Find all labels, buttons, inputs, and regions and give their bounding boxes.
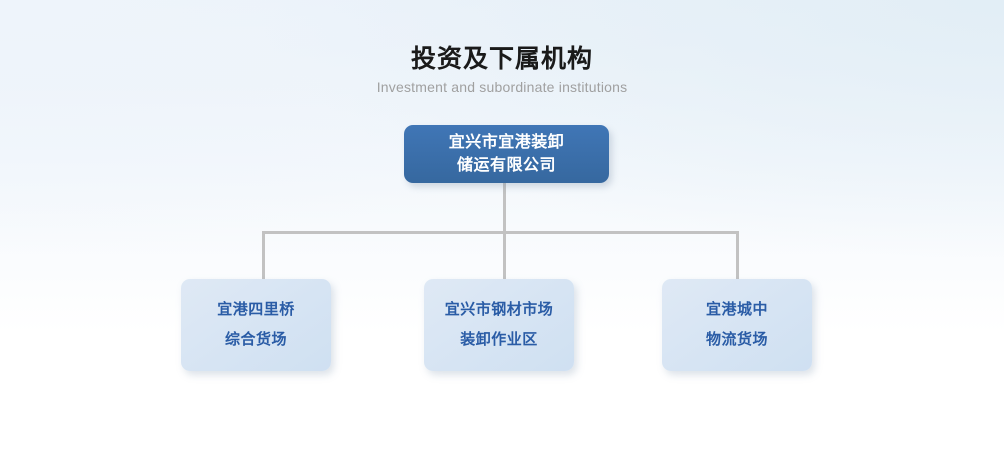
org-node-root-line2: 储运有限公司	[456, 157, 556, 174]
connector-horizontal-bar	[262, 231, 739, 234]
connector-drop-child-2	[736, 231, 739, 280]
page-header: 投资及下属机构 Investment and subordinate insti…	[0, 44, 1004, 96]
org-node-child-0-line2: 综合货场	[224, 331, 287, 348]
connector-root-trunk	[503, 183, 506, 233]
org-node-child-0-label: 宜港四里桥 综合货场	[217, 295, 295, 355]
org-node-child-2-label: 宜港城中 物流货场	[706, 295, 768, 355]
connector-drop-child-1	[503, 231, 506, 280]
org-node-child-2-line1: 宜港城中	[705, 301, 768, 318]
org-node-child-1-line1: 宜兴市钢材市场	[444, 301, 554, 318]
org-node-root-label: 宜兴市宜港装卸 储运有限公司	[449, 131, 565, 177]
page-subtitle: Investment and subordinate institutions	[376, 79, 628, 95]
page-title: 投资及下属机构	[410, 45, 593, 73]
org-node-child-2-line2: 物流货场	[705, 331, 768, 348]
connector-drop-child-0	[262, 231, 265, 280]
org-node-child-0-line1: 宜港四里桥	[217, 301, 295, 318]
org-node-child-1[interactable]: 宜兴市钢材市场 装卸作业区	[424, 279, 574, 371]
org-node-child-1-label: 宜兴市钢材市场 装卸作业区	[445, 295, 554, 355]
org-node-child-1-line2: 装卸作业区	[460, 331, 538, 348]
org-node-child-0[interactable]: 宜港四里桥 综合货场	[181, 279, 331, 371]
org-node-root[interactable]: 宜兴市宜港装卸 储运有限公司	[404, 125, 609, 183]
org-node-root-line1: 宜兴市宜港装卸	[448, 134, 565, 151]
org-node-child-2[interactable]: 宜港城中 物流货场	[662, 279, 812, 371]
